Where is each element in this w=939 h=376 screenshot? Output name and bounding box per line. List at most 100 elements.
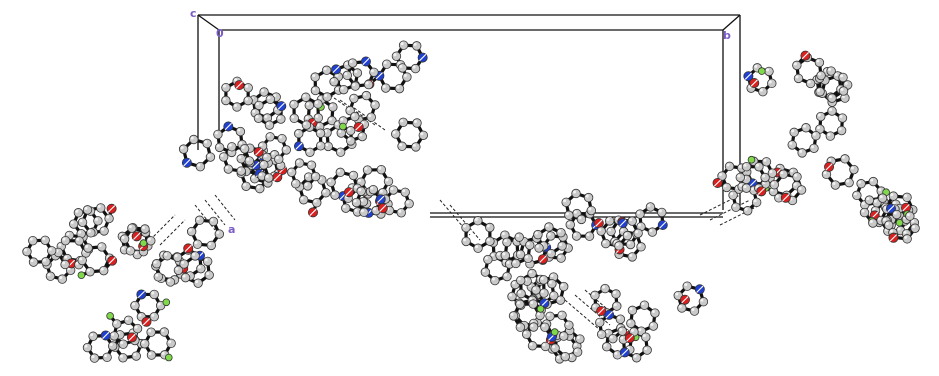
atom-octant-mark xyxy=(375,72,383,80)
atom-sphere xyxy=(73,208,84,218)
carbon-atom xyxy=(760,172,770,183)
atom-highlight xyxy=(755,185,759,189)
atom-highlight xyxy=(399,143,403,147)
atom-highlight xyxy=(243,183,247,187)
atom-highlight xyxy=(29,237,33,241)
atom-highlight xyxy=(331,192,336,196)
atom-sphere xyxy=(221,95,231,106)
oxygen-atom xyxy=(901,202,912,213)
atom-highlight xyxy=(869,220,873,224)
atom-highlight xyxy=(510,312,514,316)
atom-highlight xyxy=(550,292,554,296)
atom-octant-mark xyxy=(595,219,603,227)
nitrogen-atom xyxy=(619,347,630,358)
atom-highlight xyxy=(547,313,551,317)
atom-sphere xyxy=(28,257,39,267)
atom-sphere xyxy=(572,347,583,357)
atom-sphere xyxy=(575,334,585,344)
carbon-atom xyxy=(827,93,837,103)
atom-highlight xyxy=(817,113,821,117)
carbon-atom xyxy=(398,117,408,128)
carbon-atom xyxy=(500,250,510,261)
carbon-atom xyxy=(96,203,106,213)
carbon-atom xyxy=(368,184,378,195)
carbon-atom xyxy=(369,67,379,77)
atom-highlight xyxy=(502,252,506,256)
carbon-atom xyxy=(731,202,741,212)
atom-sphere xyxy=(412,118,422,128)
atom-highlight xyxy=(354,185,358,189)
carbon-atom xyxy=(571,188,581,199)
atom-highlight xyxy=(750,187,754,191)
atom-highlight xyxy=(615,242,619,246)
carbon-atom xyxy=(769,180,780,190)
atom-sphere xyxy=(208,216,219,227)
atom-sphere xyxy=(550,328,559,336)
atom-sphere xyxy=(347,58,358,68)
carbon-atom xyxy=(534,243,544,253)
atom-sphere xyxy=(586,205,597,216)
atom-sphere xyxy=(104,213,114,224)
atom-sphere xyxy=(514,232,524,242)
atom-highlight xyxy=(335,121,339,125)
oxygen-atom xyxy=(141,316,152,327)
carbon-atom xyxy=(45,271,56,281)
atom-sphere xyxy=(545,311,555,321)
atom-sphere xyxy=(213,129,223,140)
carbon-atom xyxy=(294,128,304,139)
carbon-atom xyxy=(514,232,524,242)
atom-highlight xyxy=(413,42,417,46)
atom-highlight xyxy=(306,149,310,153)
atom-highlight xyxy=(517,277,521,281)
carbon-atom xyxy=(304,100,314,111)
carbon-atom xyxy=(411,142,421,152)
atom-highlight xyxy=(344,62,348,66)
atom-highlight xyxy=(399,64,403,68)
carbon-atom xyxy=(741,183,752,193)
atom-highlight xyxy=(789,141,793,145)
atom-sphere xyxy=(190,251,200,261)
atom-sphere xyxy=(544,222,554,232)
atom-highlight xyxy=(759,88,763,92)
atom-highlight xyxy=(79,219,83,223)
atom-highlight xyxy=(540,276,544,280)
atom-highlight xyxy=(678,304,682,308)
atom-highlight xyxy=(155,273,159,277)
carbon-atom xyxy=(758,86,768,97)
atom-highlight xyxy=(365,81,369,85)
atom-highlight xyxy=(340,117,344,121)
atom-sphere xyxy=(884,220,894,230)
atom-highlight xyxy=(644,347,648,351)
atom-sphere xyxy=(508,311,519,321)
atom-highlight xyxy=(335,87,339,91)
carbon-atom xyxy=(473,243,483,253)
atom-sphere xyxy=(149,312,159,322)
atom-sphere xyxy=(549,290,559,301)
atom-highlight xyxy=(838,127,842,131)
atom-sphere xyxy=(516,275,526,286)
atom-sphere xyxy=(721,182,732,193)
atom-highlight xyxy=(592,304,596,308)
atom-highlight xyxy=(100,267,104,271)
atom-highlight xyxy=(312,173,316,177)
atom-highlight xyxy=(300,196,304,200)
atom-octant-mark xyxy=(362,57,370,66)
atom-sphere xyxy=(244,156,255,166)
atom-highlight xyxy=(344,72,348,76)
carbon-atom xyxy=(792,60,802,71)
atom-highlight xyxy=(548,280,552,284)
atom-octant-mark xyxy=(235,81,243,89)
atom-sphere xyxy=(193,278,203,288)
carbon-atom xyxy=(650,308,660,318)
atom-sphere xyxy=(540,341,551,352)
atom-highlight xyxy=(161,328,165,332)
atom-sphere xyxy=(540,322,550,332)
carbon-atom xyxy=(151,259,162,269)
hydrogen-bond xyxy=(194,204,216,231)
atom-sphere xyxy=(289,113,299,124)
fluorine-atom xyxy=(164,353,173,362)
atom-highlight xyxy=(755,163,759,167)
carbon-atom xyxy=(361,90,372,101)
atom-highlight xyxy=(766,68,770,72)
carbon-atom xyxy=(264,120,275,130)
